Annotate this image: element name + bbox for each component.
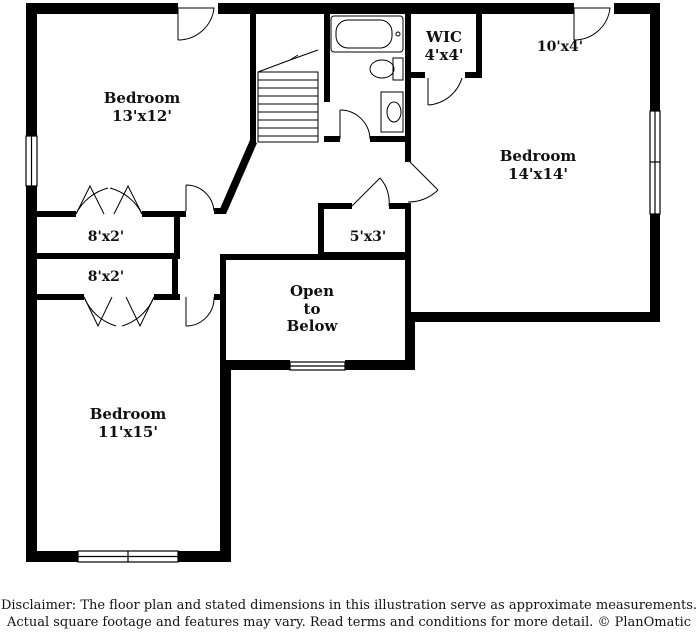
open-label-2: to [304, 300, 321, 318]
disclaimer-line-2: Actual square footage and features may v… [6, 615, 692, 630]
bathtub [330, 15, 404, 53]
floor-plan: Bedroom 13'x12' WIC 4'x4' 10'x4' Bedroom… [25, 3, 661, 563]
closet-lower-dims: 8'x2' [88, 269, 124, 285]
bath-dims: 10'x4' [537, 39, 583, 55]
wic-name: WIC [425, 28, 462, 46]
bedroom-nw-dims: 13'x12' [112, 107, 172, 125]
windows [25, 110, 661, 563]
closet-upper-dims: 8'x2' [88, 229, 124, 245]
exterior-walls [26, 3, 660, 562]
open-label-1: Open [290, 282, 334, 300]
vanity [380, 91, 404, 133]
bedroom-sw-name: Bedroom [90, 405, 167, 423]
open-label-3: Below [287, 317, 339, 335]
bath-fixtures [330, 15, 404, 133]
bedroom-ne-dims: 14'x14' [508, 165, 568, 183]
wic-dims: 4'x4' [424, 46, 463, 64]
disclaimer-line-1: Disclaimer: The floor plan and stated di… [0, 598, 698, 613]
linen-dims: 5'x3' [350, 229, 386, 245]
toilet [392, 57, 404, 81]
bedroom-ne-name: Bedroom [500, 147, 577, 165]
bedroom-sw-dims: 11'x15' [98, 423, 158, 441]
staircase [257, 49, 319, 143]
interior-walls [32, 12, 482, 366]
bedroom-nw-name: Bedroom [104, 89, 181, 107]
doors [75, 7, 611, 328]
